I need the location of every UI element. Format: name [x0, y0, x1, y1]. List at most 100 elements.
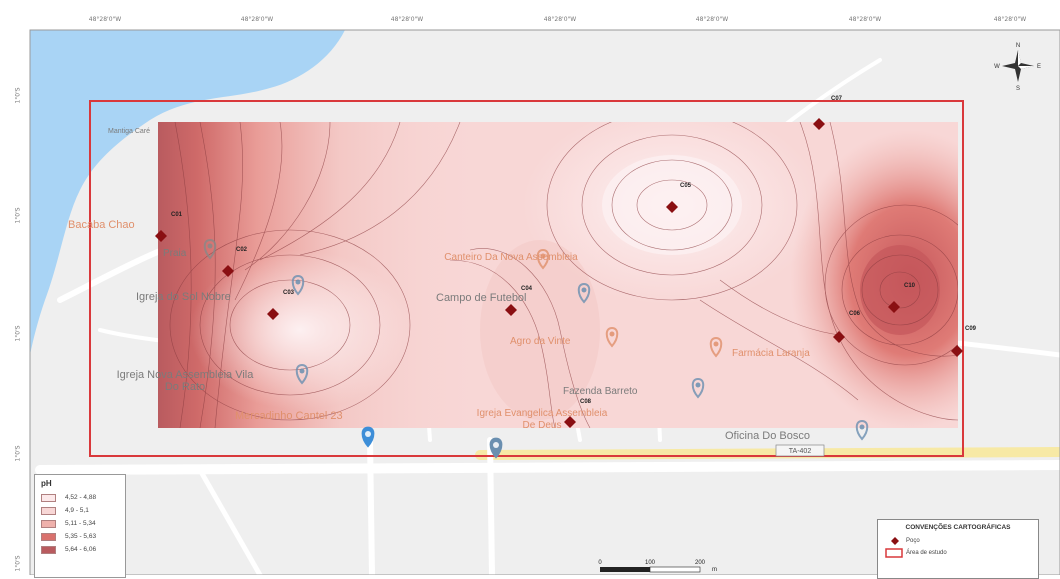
ph-surface [158, 122, 958, 428]
cartographic-conventions: CONVENÇÕES CARTOGRÁFICAS Poço Área de es… [877, 519, 1039, 579]
poi-pin-icon [295, 363, 309, 385]
north-label: N [1016, 43, 1020, 49]
well-label-c06: C06 [849, 311, 861, 317]
top-tick-label: 48°28'0"W [88, 16, 122, 23]
legend-swatch [41, 532, 56, 541]
left-tick-label: 1°0'S [14, 445, 22, 462]
north-arrow-icon: N S E W [994, 43, 1041, 92]
west-label: W [994, 64, 1000, 70]
study-area-swatch-icon [885, 548, 903, 558]
legend-label: 4,52 - 4,88 [65, 494, 97, 501]
legend-title: pH [41, 479, 52, 488]
place-label: Igreja do Sol Nobre [136, 291, 231, 303]
legend-swatch [41, 519, 56, 528]
well-label-c08: C08 [580, 399, 592, 405]
poi-pin-icon [855, 419, 869, 441]
east-label: E [1037, 64, 1041, 70]
legend-label: 4,9 - 5,1 [65, 507, 89, 514]
well-marker-c06 [833, 331, 845, 343]
legend-row: 5,35 - 5,63 [41, 530, 119, 543]
poi-pin-icon [709, 336, 723, 358]
south-label: S [1016, 86, 1020, 92]
top-tick-label: 48°28'0"W [848, 16, 882, 23]
place-label: Praia [163, 248, 187, 259]
isolines [169, 122, 958, 428]
road-badge-label: TA-402 [789, 448, 812, 455]
well-label-c01: C01 [171, 212, 183, 218]
convention-study-area: Área de estudo [884, 547, 1032, 559]
road-badge: TA-402 [775, 444, 825, 457]
poi-pin-icon [361, 426, 375, 448]
well-marker-c09 [951, 345, 963, 357]
scale-unit: m [712, 567, 717, 573]
poi-pin-icon [577, 282, 591, 304]
place-label: Agro da Vinte [510, 336, 571, 347]
convention-well: Poço [884, 535, 1032, 547]
well-marker-c05 [666, 201, 678, 213]
place-label: Bacaba Chao [68, 219, 135, 231]
top-tick-label: 48°28'0"W [390, 16, 424, 23]
place-label: Igreja Nova Assembleia Vila Do Rato [116, 369, 254, 393]
left-tick-label: 1°0'S [14, 555, 22, 572]
poi-pin-icon [291, 274, 305, 296]
study-area-outline [89, 100, 964, 457]
top-tick-label: 48°28'0"W [240, 16, 274, 23]
poi-pin-icon [203, 238, 217, 260]
place-label: Mantiga Caré [108, 128, 151, 135]
diamond-icon [891, 537, 899, 545]
legend-label: 5,11 - 5,34 [65, 520, 96, 527]
well-marker-c07 [813, 118, 825, 130]
poi-pins [203, 238, 869, 459]
poi-pin-icon [605, 326, 619, 348]
well-label-c10: C10 [904, 283, 916, 289]
scale-bar: 0 100 200 m [598, 560, 717, 573]
well-label-c04: C04 [521, 286, 533, 292]
left-tick-label: 1°0'S [14, 207, 22, 224]
top-tick-label: 48°28'0"W [543, 16, 577, 23]
legend-row: 5,11 - 5,34 [41, 517, 119, 530]
legend-row: 5,64 - 6,06 [41, 543, 119, 556]
legend-row: 4,52 - 4,88 [41, 491, 119, 504]
poi-pin-icon [489, 437, 503, 459]
poi-pin-icon [691, 377, 705, 399]
convention-study-area-label: Área de estudo [906, 550, 947, 556]
well-label-c09: C09 [965, 326, 977, 332]
place-label: Canteiro Da Nova Assembleia [444, 252, 578, 263]
well-marker-c01 [155, 230, 167, 242]
left-tick-label: 1°0'S [14, 87, 22, 104]
well-label-c03: C03 [283, 290, 295, 296]
scale-label-100: 100 [645, 560, 656, 566]
well-label-c02: C02 [236, 247, 248, 253]
poi-pin-icon [536, 248, 550, 270]
well-marker-c03 [267, 308, 279, 320]
well-marker-c08 [564, 416, 576, 428]
legend-swatch [41, 545, 56, 554]
well-marker-c10 [888, 301, 900, 313]
left-tick-label: 1°0'S [14, 325, 22, 342]
legend-row: 4,9 - 5,1 [41, 504, 119, 517]
conventions-title: CONVENÇÕES CARTOGRÁFICAS [905, 524, 1011, 531]
place-label: Campo de Futebol [436, 292, 527, 304]
well-marker-c02 [222, 265, 234, 277]
scale-label-0: 0 [598, 560, 602, 566]
wells-layer [155, 118, 963, 428]
water-body [30, 30, 345, 355]
legend-label: 5,64 - 6,06 [65, 546, 97, 553]
place-label: Mercadinho Cantel 23 [235, 410, 343, 422]
legend-label: 5,35 - 5,63 [65, 533, 97, 540]
well-label-c05: C05 [680, 183, 692, 189]
map-frame [29, 29, 1060, 575]
place-label: Igreja Evangelica Assembleia De Deus [476, 408, 608, 431]
top-tick-label: 48°28'0"W [695, 16, 729, 23]
ph-legend: pH 4,52 - 4,88 4,9 - 5,1 5,11 - 5,34 5,35 -… [34, 474, 126, 578]
place-label: Fazenda Barreto [563, 386, 638, 397]
place-label: Oficina Do Bosco [725, 430, 810, 442]
legend-swatch [41, 493, 56, 502]
legend-rows: 4,52 - 4,88 4,9 - 5,1 5,11 - 5,34 5,35 - 5,… [41, 491, 119, 556]
scale-label-200: 200 [695, 560, 706, 566]
convention-well-label: Poço [906, 538, 920, 544]
place-label: Farmácia Laranja [732, 348, 810, 359]
legend-swatch [41, 506, 56, 515]
